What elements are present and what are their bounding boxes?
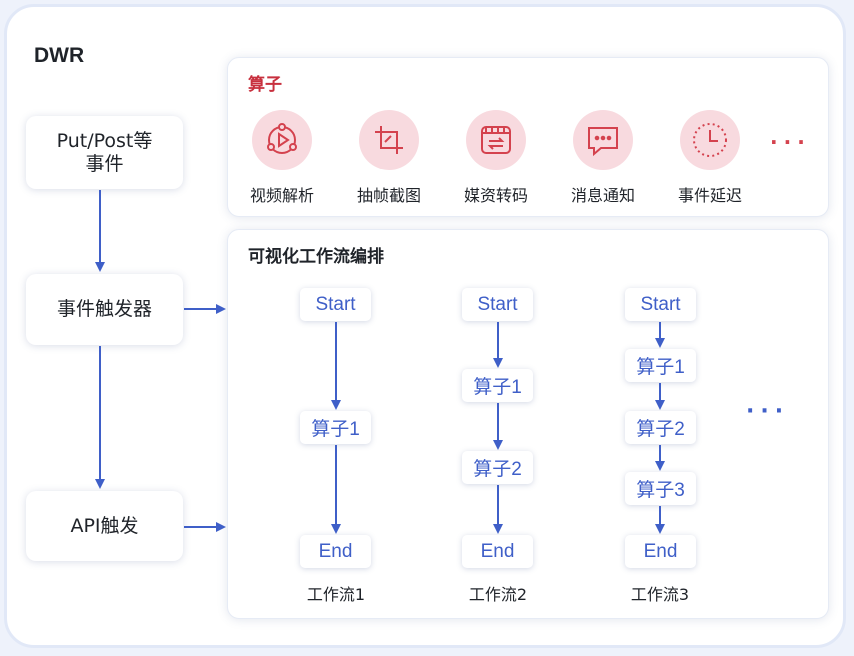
wf2-op2-node[interactable]: 算子2 [462,451,533,484]
operator-label: 媒资转码 [463,186,528,205]
video-parse-icon [252,110,312,170]
put-post-event-card[interactable]: Put/Post等 事件 [26,116,183,189]
wf2-start-node[interactable]: Start [462,288,533,321]
crop-frame-icon [359,110,419,170]
operator-label: 消息通知 [570,186,635,205]
transcode-icon [466,110,526,170]
wf3-op2-node[interactable]: 算子2 [625,411,696,444]
workflow-title: 可视化工作流编排 [248,247,384,267]
operator-label: 事件延迟 [677,186,742,205]
wf3-label: 工作流3 [630,585,690,604]
operator-delay[interactable]: 事件延迟 [660,110,760,206]
wf2-end-node[interactable]: End [462,535,533,568]
wf2-label: 工作流2 [468,585,528,604]
operator-message[interactable]: 消息通知 [553,110,653,206]
operator-label: 视频解析 [249,186,314,205]
api-trigger-label: API触发 [70,514,139,537]
event-trigger-label: 事件触发器 [56,298,152,320]
operators-more[interactable]: ··· [770,130,811,154]
operator-transcode[interactable]: 媒资转码 [446,110,546,206]
wf1-end-node[interactable]: End [300,535,371,568]
wf3-op3-node[interactable]: 算子3 [625,472,696,505]
api-trigger-card[interactable]: API触发 [26,491,183,561]
operators-title: 算子 [248,75,282,95]
clock-icon [680,110,740,170]
put-post-event-line1: Put/Post等 [56,129,153,152]
wf3-op1-node[interactable]: 算子1 [625,349,696,382]
operators-panel: 算子 视频解析 抽帧截图 [227,57,829,217]
event-trigger-card[interactable]: 事件触发器 [26,274,183,345]
wf1-label: 工作流1 [306,585,366,604]
wf3-end-node[interactable]: End [625,535,696,568]
put-post-event-line2: 事件 [85,152,124,175]
operator-video-parse[interactable]: 视频解析 [232,110,332,206]
wf2-op1-node[interactable]: 算子1 [462,369,533,402]
page-title: DWR [34,44,85,67]
wf3-start-node[interactable]: Start [625,288,696,321]
workflow-more[interactable]: ··· [746,399,790,424]
wf1-op1-node[interactable]: 算子1 [300,411,371,444]
operator-crop-frame[interactable]: 抽帧截图 [339,110,439,206]
wf1-start-node[interactable]: Start [300,288,371,321]
message-icon [573,110,633,170]
operator-label: 抽帧截图 [356,186,421,205]
